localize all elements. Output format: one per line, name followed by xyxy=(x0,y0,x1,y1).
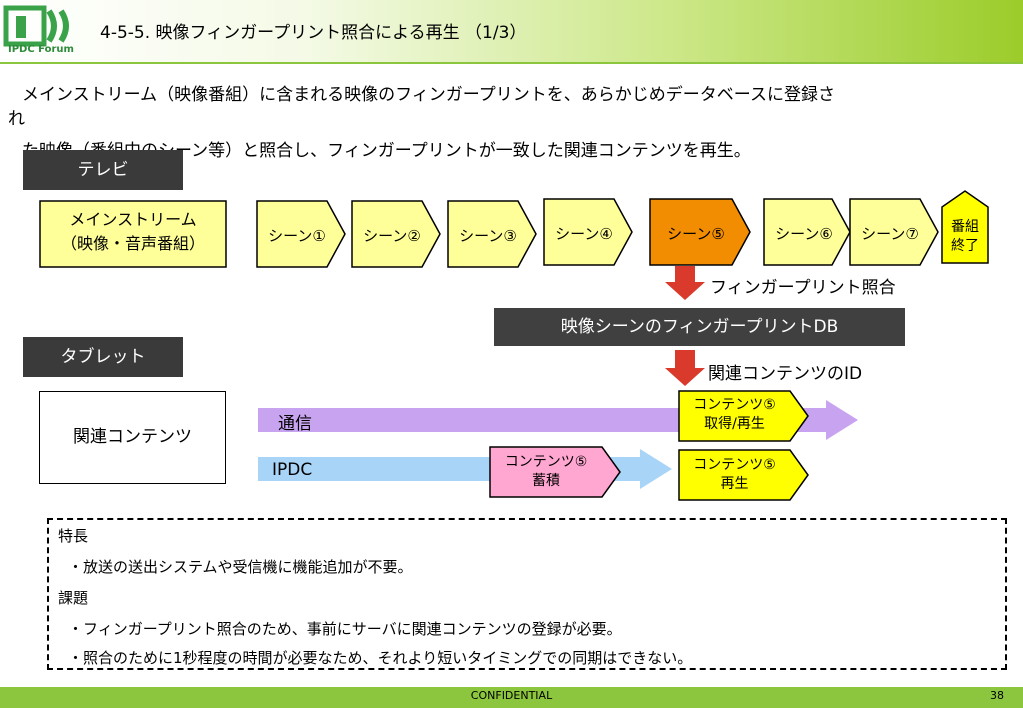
tablet-label: タブレット xyxy=(23,337,183,377)
fingerprint-db-box: 映像シーンのフィンガープリントDB xyxy=(494,308,905,346)
header-bar xyxy=(0,0,1023,62)
program-end-line-2: 終了 xyxy=(951,238,979,254)
scene-6-label: シーン⑥ xyxy=(775,225,833,243)
issues-heading: 課題 xyxy=(58,589,89,607)
intro-line-2: れ xyxy=(8,109,25,129)
features-heading: 特長 xyxy=(58,527,89,545)
features-box xyxy=(47,518,1007,670)
content-fetch-line-2: 取得/再生 xyxy=(704,416,765,432)
mainstream-line-2: （映像・音声番組） xyxy=(60,234,205,253)
fingerprint-match-label: フィンガープリント照合 xyxy=(710,278,896,298)
content-fetch-label: コンテンツ⑤ 取得/再生 xyxy=(679,396,790,434)
page-number: 38 xyxy=(990,689,1004,702)
program-end-line-1: 番組 xyxy=(951,219,979,235)
content-store-line-2: 蓄積 xyxy=(532,473,560,489)
scene-7-shape xyxy=(849,198,939,266)
scene-4-label: シーン④ xyxy=(555,225,613,243)
header-rule xyxy=(0,62,1023,64)
content-store-shape xyxy=(489,446,621,498)
ipdc-label: IPDC xyxy=(272,460,313,480)
mainstream-label: メインストリーム （映像・音声番組） xyxy=(40,208,226,256)
issues-item-1: ・フィンガープリント照合のため、事前にサーバに関連コンテンツの登録が必要。 xyxy=(68,620,622,638)
scene-3-label: シーン③ xyxy=(459,227,517,245)
related-contents-box: 関連コンテンツ xyxy=(39,391,226,484)
content-fetch-line-1: コンテンツ⑤ xyxy=(693,397,776,413)
content-store-line-1: コンテンツ⑤ xyxy=(504,454,588,470)
scene-3-shape xyxy=(447,200,537,268)
comm-label: 通信 xyxy=(278,414,312,434)
content-store-label: コンテンツ⑤ 蓄積 xyxy=(490,453,602,491)
mainstream-box xyxy=(39,200,227,268)
fingerprint-down-arrow-icon xyxy=(665,266,705,300)
scene-6-shape xyxy=(763,198,851,266)
footer-confidential: CONFIDENTIAL xyxy=(470,689,553,702)
features-item: ・放送の送出システムや受信機に機能追加が不要。 xyxy=(68,558,413,576)
program-end-shape xyxy=(941,190,989,264)
tv-label: テレビ xyxy=(23,150,183,190)
scene-7-label: シーン⑦ xyxy=(861,225,919,243)
content-play-label: コンテンツ⑤ 再生 xyxy=(679,456,790,494)
logo-text: IPDC Forum xyxy=(8,44,74,55)
intro-line-3: た映像（番組中のシーン等）と照合し、フィンガープリントが一致した関連コンテンツを… xyxy=(22,141,751,161)
content-play-line-1: コンテンツ⑤ xyxy=(693,457,776,473)
intro-line-1: メインストリーム（映像番組）に含まれる映像のフィンガープリントを、あらかじめデー… xyxy=(22,85,835,105)
ipdc-logo-icon xyxy=(3,5,69,47)
issues-item-2: ・照合のために1秒程度の時間が必要なため、それより短いタイミングでの同期はできな… xyxy=(68,649,693,667)
scene-4-shape xyxy=(543,198,633,266)
scene-5-label: シーン⑤ xyxy=(667,225,725,243)
content-play-shape xyxy=(678,449,809,501)
scene-1-label: シーン① xyxy=(268,227,326,245)
slide-title: 4-5-5. 映像フィンガープリント照合による再生 （1/3） xyxy=(100,23,527,43)
scene-1-shape xyxy=(256,200,346,268)
scene-5-shape xyxy=(649,198,751,266)
id-down-arrow-icon xyxy=(665,350,705,386)
scene-2-label: シーン② xyxy=(363,227,421,245)
mainstream-line-1: メインストリーム xyxy=(69,210,197,229)
footer-bar xyxy=(0,687,1023,708)
content-fetch-shape xyxy=(678,390,809,442)
scene-2-shape xyxy=(351,200,441,268)
content-play-line-2: 再生 xyxy=(720,476,749,492)
program-end-label: 番組 終了 xyxy=(942,218,988,256)
related-id-label: 関連コンテンツのID xyxy=(708,364,863,384)
